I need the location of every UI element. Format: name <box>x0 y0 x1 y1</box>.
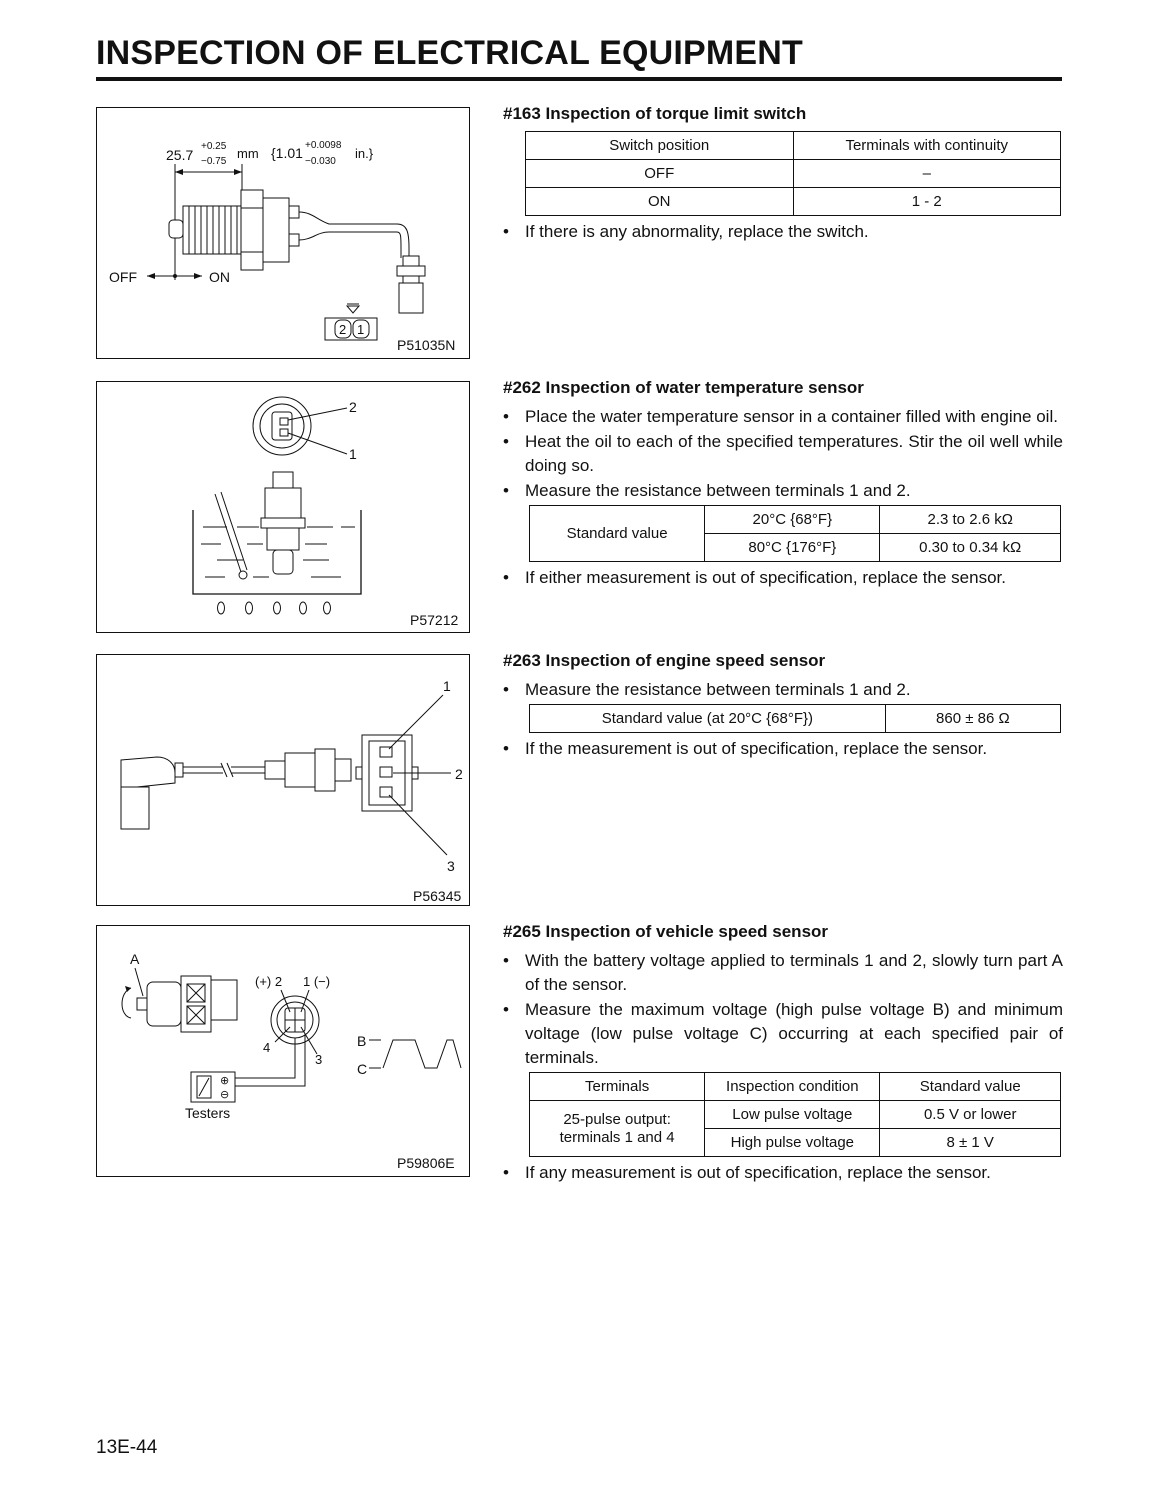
table-row: 25-pulse output: terminals 1 and 4 Low p… <box>528 1100 1061 1157</box>
table-cell: Standard value <box>528 505 706 562</box>
table-cell: OFF <box>525 159 794 188</box>
table-cell: 860 ± 86 Ω <box>884 704 1062 733</box>
svg-text:P57212: P57212 <box>410 612 458 628</box>
table-cell: 20°C {68°F} <box>704 505 881 534</box>
svg-text:3: 3 <box>315 1052 322 1067</box>
table-row: High pulse voltage 8 ± 1 V <box>530 1128 1061 1157</box>
table-row: 80°C {176°F} 0.30 to 0.34 kΩ <box>530 533 1061 562</box>
svg-text:1: 1 <box>349 446 357 462</box>
table-cell: 25-pulse output: terminals 1 and 4 <box>528 1100 706 1157</box>
section-title-265: #265 Inspection of vehicle speed sensor <box>503 922 829 941</box>
svg-text:(+) 2: (+) 2 <box>255 974 282 989</box>
bullet-item: Place the water temperature sensor in a … <box>503 405 1063 429</box>
bullet-item: If either measurement is out of specific… <box>503 566 1063 590</box>
table-header: Inspection condition <box>704 1072 881 1101</box>
svg-text:P59806E: P59806E <box>397 1155 455 1171</box>
bullet-item: Measure the resistance between terminals… <box>503 678 1063 702</box>
bullet-item: If any measurement is out of specificati… <box>503 1161 1063 1185</box>
svg-text:ON: ON <box>209 269 230 285</box>
table-263: Standard value (at 20°C {68°F}) 860 ± 86… <box>529 704 1062 733</box>
svg-text:P51035N: P51035N <box>397 337 455 353</box>
svg-text:+0.25: +0.25 <box>201 141 227 152</box>
table-row: Standard value 20°C {68°F} 2.3 to 2.6 kΩ <box>528 505 1061 562</box>
section-163: #163 Inspection of torque limit switch S… <box>503 103 1063 245</box>
table-row: ON 1 - 2 <box>525 187 1061 216</box>
figure-water-temp-sensor: 2 1 P57212 <box>96 381 470 633</box>
table-cell: – <box>792 159 1061 188</box>
svg-text:in.}: in.} <box>355 146 374 161</box>
table-262: Standard value 20°C {68°F} 2.3 to 2.6 kΩ… <box>528 505 1061 562</box>
svg-text:2: 2 <box>349 399 357 415</box>
svg-text:25.7: 25.7 <box>166 147 193 163</box>
water-temp-drawing: 2 1 P57212 <box>192 396 458 628</box>
table-cell: 2.3 to 2.6 kΩ <box>879 505 1061 534</box>
torque-switch-drawing: 25.7 +0.25 −0.75 mm {1.01 +0.0098 −0.030… <box>109 140 455 353</box>
section-title-163: #163 Inspection of torque limit switch <box>503 104 807 123</box>
svg-text:mm: mm <box>237 146 259 161</box>
table-163: Switch position Terminals with continuit… <box>525 131 1061 216</box>
table-row: OFF – <box>525 159 1061 188</box>
table-cell: Standard value (at 20°C {68°F}) <box>529 704 886 733</box>
page-number: 13E-44 <box>96 1437 158 1458</box>
svg-text:1 (−): 1 (−) <box>303 974 330 989</box>
svg-text:−0.030: −0.030 <box>305 156 336 167</box>
svg-text:A: A <box>130 951 140 967</box>
page-title: INSPECTION OF ELECTRICAL EQUIPMENT <box>96 34 803 72</box>
svg-text:2: 2 <box>455 766 463 782</box>
svg-text:{1.01: {1.01 <box>271 145 303 161</box>
table-cell: ON <box>525 187 794 216</box>
table-header: Switch position <box>525 131 794 160</box>
svg-text:3: 3 <box>447 858 455 874</box>
section-265: #265 Inspection of vehicle speed sensor … <box>503 921 1063 1186</box>
figure-engine-speed-sensor: 1 2 3 P56345 <box>96 654 470 906</box>
svg-text:⊕: ⊕ <box>220 1075 229 1087</box>
table-cell: 0.5 V or lower <box>879 1100 1061 1129</box>
section-title-263: #263 Inspection of engine speed sensor <box>503 651 826 670</box>
bullet-item: Measure the resistance between terminals… <box>503 479 1063 503</box>
table-cell: 8 ± 1 V <box>879 1128 1061 1157</box>
svg-text:+0.0098: +0.0098 <box>305 140 342 151</box>
svg-text:B: B <box>357 1033 366 1049</box>
section-263: #263 Inspection of engine speed sensor M… <box>503 650 1063 762</box>
table-header: Terminals with continuity <box>792 131 1061 160</box>
vehicle-speed-drawing: A (+) 2 1 (−) 4 3 ⊕ ⊖ Testers B C <box>121 951 462 1171</box>
bullet-item: Heat the oil to each of the specified te… <box>503 430 1063 478</box>
bullet-item: If there is any abnormality, replace the… <box>503 220 1063 244</box>
bullet-item: With the battery voltage applied to term… <box>503 949 1063 997</box>
table-265: Terminals Inspection condition Standard … <box>528 1072 1061 1157</box>
svg-text:OFF: OFF <box>109 269 137 285</box>
svg-text:P56345: P56345 <box>413 888 461 904</box>
svg-text:⊖: ⊖ <box>220 1089 229 1101</box>
svg-text:Testers: Testers <box>185 1105 230 1121</box>
svg-text:2: 2 <box>339 322 346 337</box>
table-cell: 0.30 to 0.34 kΩ <box>879 533 1061 562</box>
svg-text:1: 1 <box>357 322 364 337</box>
table-row: Terminals Inspection condition Standard … <box>528 1072 1061 1101</box>
table-row: Standard value (at 20°C {68°F}) 860 ± 86… <box>529 704 1062 733</box>
table-cell: Low pulse voltage <box>704 1100 881 1129</box>
table-row: Switch position Terminals with continuit… <box>525 131 1061 160</box>
svg-text:−0.75: −0.75 <box>201 156 227 167</box>
svg-text:4: 4 <box>263 1040 270 1055</box>
table-header: Standard value <box>879 1072 1061 1101</box>
title-rule <box>96 77 1062 81</box>
table-cell: High pulse voltage <box>704 1128 881 1157</box>
section-title-262: #262 Inspection of water temperature sen… <box>503 378 864 397</box>
table-cell: 80°C {176°F} <box>704 533 881 562</box>
engine-speed-drawing: 1 2 3 P56345 <box>120 678 463 904</box>
svg-text:C: C <box>357 1061 367 1077</box>
section-262: #262 Inspection of water temperature sen… <box>503 377 1063 591</box>
figure-vehicle-speed-sensor: A (+) 2 1 (−) 4 3 ⊕ ⊖ Testers B C <box>96 925 470 1177</box>
bullet-item: If the measurement is out of specificati… <box>503 737 1063 761</box>
bullet-item: Measure the maximum voltage (high pulse … <box>503 998 1063 1070</box>
table-cell: 1 - 2 <box>792 187 1061 216</box>
figure-torque-limit-switch: 25.7 +0.25 −0.75 mm {1.01 +0.0098 −0.030… <box>96 107 470 359</box>
table-header: Terminals <box>528 1072 706 1101</box>
svg-text:1: 1 <box>443 678 451 694</box>
